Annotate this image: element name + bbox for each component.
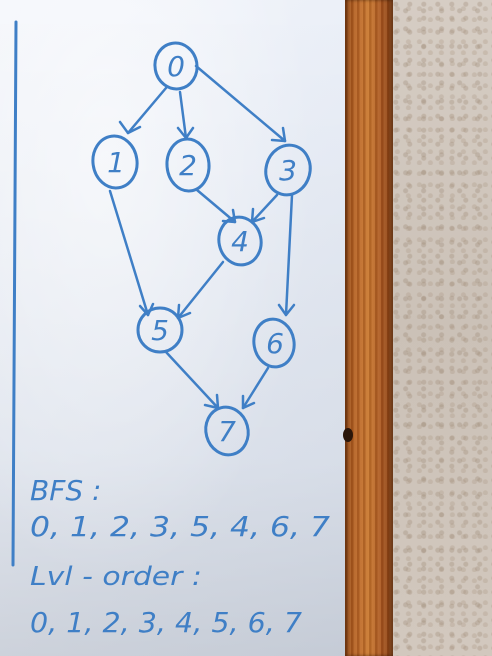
node-0: 0 <box>153 41 199 91</box>
node-5: 5 <box>136 306 184 354</box>
node-0-label: 0 <box>167 50 185 83</box>
edge-0-1-arrowhead <box>118 120 142 135</box>
node-7-label: 7 <box>218 415 236 448</box>
edge-0-2 <box>178 90 188 140</box>
edge-0-1 <box>126 86 168 135</box>
wood-knot <box>343 428 353 442</box>
graph-edges <box>108 64 296 410</box>
node-7: 7 <box>204 405 250 457</box>
edge-1-5-arrowhead <box>138 302 155 317</box>
margin-line <box>11 20 18 567</box>
lvl-order-sequence: 0, 1, 2, 3, 4, 5, 6, 7 <box>30 606 302 639</box>
node-2: 2 <box>165 137 211 193</box>
edge-6-7 <box>241 366 270 410</box>
edge-5-7 <box>164 350 220 410</box>
edge-3-6 <box>284 193 294 317</box>
notes: BFS : 0, 1, 2, 3, 5, 4, 6, 7 Lvl - order… <box>30 474 330 639</box>
edge-6-7-arrowhead <box>241 394 256 410</box>
node-1-label: 1 <box>107 146 125 179</box>
node-3-label: 3 <box>279 154 297 187</box>
edge-1-5 <box>108 189 150 317</box>
edge-0-3-arrowhead <box>270 126 287 143</box>
edge-2-4 <box>195 188 237 224</box>
node-3: 3 <box>264 143 312 197</box>
node-2-label: 2 <box>179 149 197 182</box>
bfs-sequence: 0, 1, 2, 3, 5, 4, 6, 7 <box>30 510 330 543</box>
node-6-label: 6 <box>266 327 284 360</box>
node-4-label: 4 <box>231 225 249 258</box>
wooden-frame <box>345 0 393 656</box>
node-5-label: 5 <box>151 314 169 347</box>
whiteboard-lighting <box>0 0 352 656</box>
node-6: 6 <box>252 317 296 369</box>
lvl-order-title: Lvl - order : <box>30 562 202 592</box>
node-4: 4 <box>217 215 263 267</box>
edge-3-6-arrowhead <box>277 303 296 317</box>
edge-4-5 <box>176 260 225 320</box>
stucco-wall <box>393 0 492 656</box>
graph-nodes: 0 1 2 3 4 5 6 <box>91 41 312 457</box>
bfs-title: BFS : <box>30 474 101 507</box>
node-1: 1 <box>91 134 139 190</box>
edge-3-4 <box>250 193 279 224</box>
edge-0-3 <box>194 64 287 143</box>
